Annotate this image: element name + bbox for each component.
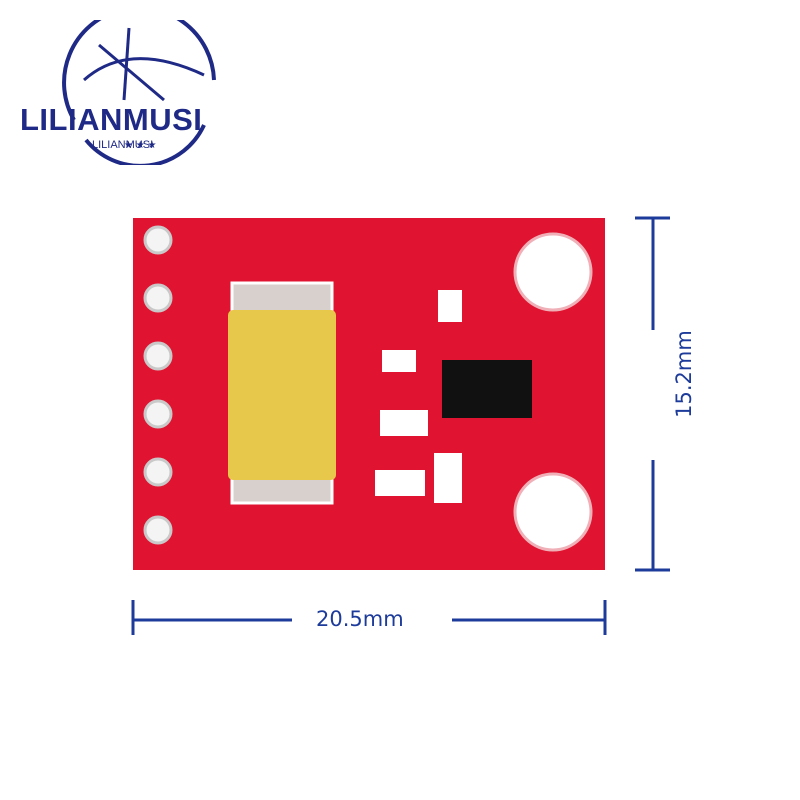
resistor (380, 410, 428, 436)
capacitor-gold (228, 310, 336, 480)
brand-subname: LILIANMUSI (92, 139, 154, 151)
brand-name: LILIANMUSI (20, 102, 203, 137)
resistor (438, 290, 462, 322)
resistor (375, 470, 425, 496)
pin-header (143, 225, 173, 545)
mounting-hole-bottom (513, 472, 593, 552)
brand-logo: ★ ★ ★ LILIANMUSI LILIANMUSI (14, 5, 244, 168)
dimension-lines (131, 216, 670, 635)
resistor (434, 453, 462, 503)
height-dimension-label: 15.2mm (671, 330, 696, 418)
svg-text:★ ★ ★: ★ ★ ★ (124, 140, 156, 151)
sensor-chip (442, 360, 532, 418)
width-dimension-label: 20.5mm (316, 607, 404, 631)
resistor (382, 350, 416, 372)
mounting-hole-top (513, 232, 593, 312)
